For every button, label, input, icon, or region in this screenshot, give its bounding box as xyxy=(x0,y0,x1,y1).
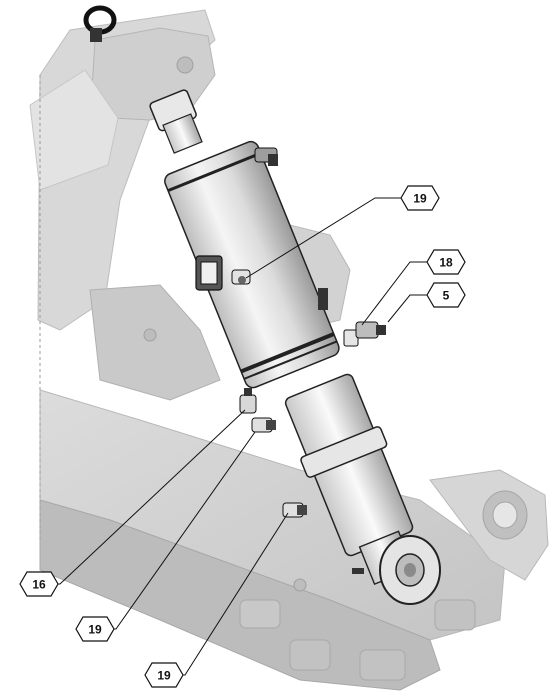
callout-label: 19 xyxy=(88,623,102,637)
callout-5: 5 xyxy=(426,282,466,308)
fitting-top xyxy=(254,147,278,166)
valve-block xyxy=(195,255,223,291)
rod-eye xyxy=(379,535,441,605)
callout-label: 5 xyxy=(443,289,450,303)
callout-19-top: 19 xyxy=(400,185,440,211)
fitting-18-5 xyxy=(343,321,386,347)
callout-16: 16 xyxy=(19,571,59,597)
lifting-eye xyxy=(83,5,117,42)
callout-label: 16 xyxy=(32,578,46,592)
callout-18: 18 xyxy=(426,249,466,275)
callout-19-bottom: 19 xyxy=(144,662,184,688)
fitting-19-middle xyxy=(251,417,276,433)
callout-label: 19 xyxy=(157,669,171,683)
fitting-19-upper xyxy=(231,269,251,285)
fitting-16 xyxy=(239,388,257,414)
hydraulic-cylinder xyxy=(149,89,441,605)
callout-19-middle: 19 xyxy=(75,616,115,642)
callout-label: 19 xyxy=(413,192,427,206)
callout-label: 18 xyxy=(439,256,453,270)
